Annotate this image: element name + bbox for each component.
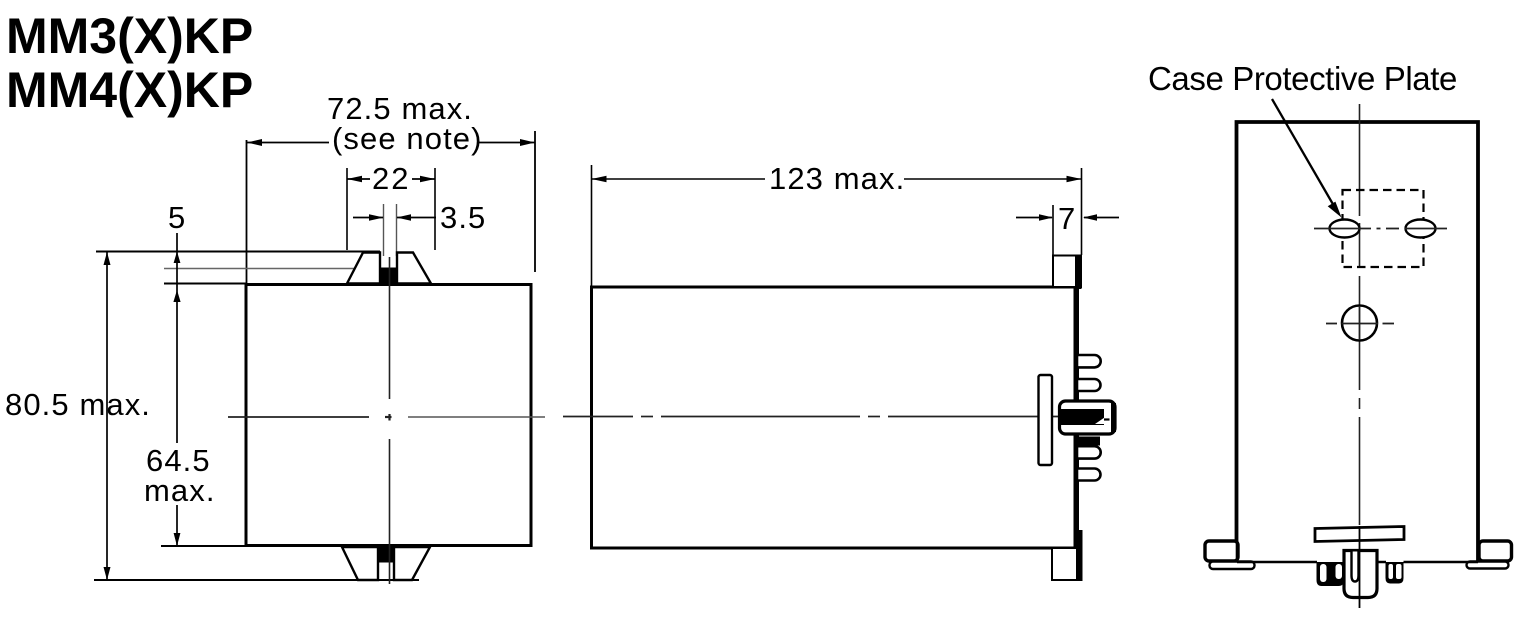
svg-text:5: 5 — [168, 200, 186, 235]
svg-text:Case Protective Plate: Case Protective Plate — [1148, 60, 1457, 97]
svg-text:7: 7 — [1058, 201, 1076, 236]
svg-text:72.5 max.: 72.5 max. — [327, 91, 473, 126]
svg-text:3.5: 3.5 — [440, 200, 486, 235]
svg-text:22: 22 — [372, 161, 410, 196]
svg-text:64.5: 64.5 — [146, 443, 211, 478]
svg-text:123 max.: 123 max. — [769, 161, 905, 196]
svg-text:MM3(X)KP: MM3(X)KP — [6, 8, 253, 64]
svg-text:80.5 max.: 80.5 max. — [5, 387, 151, 422]
svg-text:MM4(X)KP: MM4(X)KP — [6, 62, 253, 118]
svg-text:max.: max. — [144, 473, 216, 508]
svg-text:(see note): (see note) — [332, 121, 483, 156]
